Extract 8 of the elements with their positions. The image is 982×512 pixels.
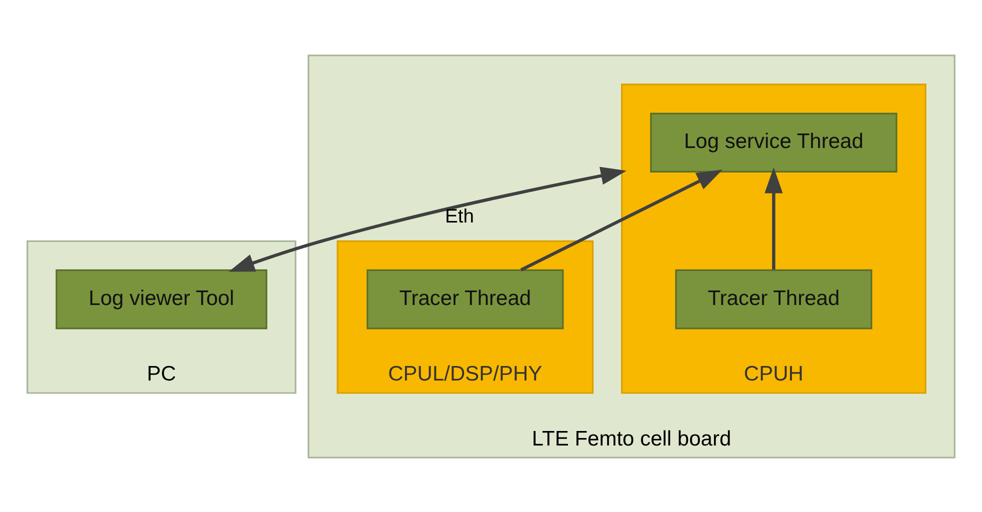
node-box: Log viewer Tool — [56, 268, 268, 329]
edge-label: Eth — [444, 205, 474, 228]
arrow — [764, 166, 783, 270]
node-box: Tracer Thread — [675, 268, 872, 329]
node-box: Log service Thread — [650, 112, 898, 172]
node-box: Tracer Thread — [366, 268, 564, 329]
arrow — [520, 169, 723, 271]
arrow — [228, 166, 627, 272]
